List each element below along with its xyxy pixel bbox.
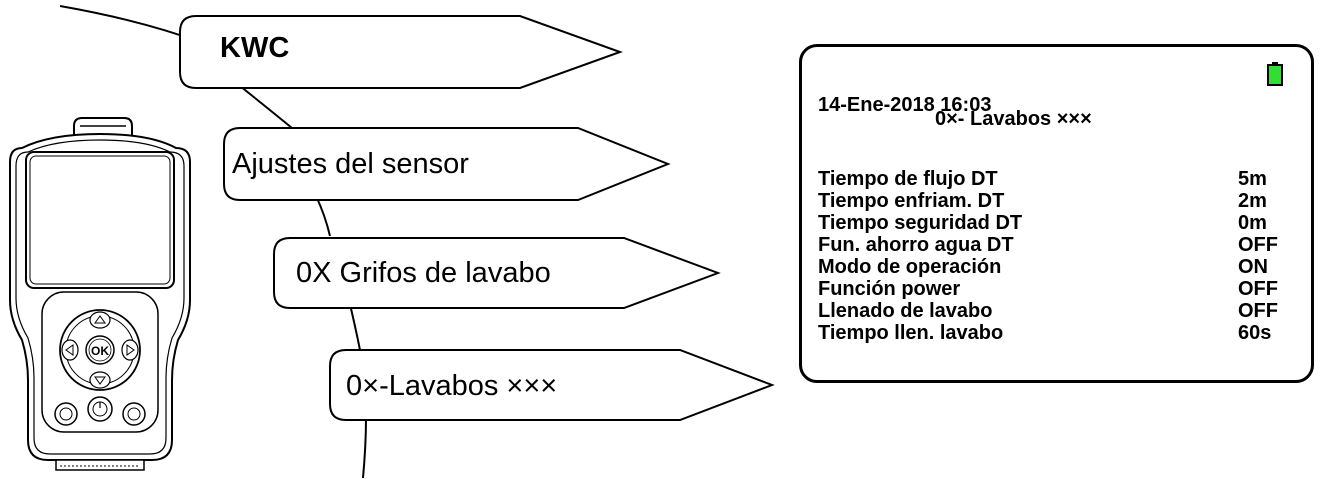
device-right-button: [121, 339, 139, 361]
menu-level2-label: Ajustes del sensor: [232, 148, 469, 180]
menu-level4-label: 0×-Lavabos ×××: [346, 370, 558, 402]
device-ok-button: [85, 335, 115, 365]
setting-label: Tiempo de flujo DT: [818, 168, 998, 190]
device-power-button: [87, 396, 113, 422]
menu-tag-level3: [273, 237, 721, 309]
device-right-soft-button: [122, 402, 146, 426]
setting-value: 60s: [1238, 322, 1272, 344]
setting-label: Tiempo seguridad DT: [818, 212, 1023, 234]
setting-label: Tiempo enfriam. DT: [818, 190, 1005, 212]
device-screen: [25, 151, 175, 289]
screen-datetime: 14-Ene-2018 16:03: [818, 94, 992, 116]
setting-value: 5m: [1238, 168, 1267, 190]
screen-detail-panel: [799, 44, 1314, 383]
handheld-device: OK: [9, 117, 191, 471]
setting-value: OFF: [1238, 300, 1278, 322]
device-down-button: [89, 371, 111, 389]
setting-label: Llenado de lavabo: [818, 300, 993, 322]
menu-level3-label: 0X Grifos de lavabo: [296, 257, 551, 289]
setting-label: Fun. ahorro agua DT: [818, 234, 1014, 256]
menu-connector-curve: [239, 85, 293, 129]
menu-level1-label: KWC: [220, 32, 290, 64]
menu-tag-level4: [329, 349, 775, 421]
setting-value: ON: [1238, 256, 1268, 278]
device-left-button: [61, 339, 79, 361]
device-ok-label: OK: [91, 344, 109, 358]
device-left-soft-button: [54, 402, 78, 426]
setting-value: 2m: [1238, 190, 1267, 212]
setting-label: Modo de operación: [818, 256, 1002, 278]
menu-tag-level1: [179, 15, 623, 89]
setting-label: Tiempo llen. lavabo: [818, 322, 1004, 344]
setting-value: 0m: [1238, 212, 1267, 234]
menu-connector-curve: [362, 417, 367, 479]
setting-value: OFF: [1238, 278, 1278, 300]
menu-tag-level2: [223, 127, 671, 201]
screen-subtitle: 0×- Lavabos ×××: [935, 108, 1092, 130]
setting-label: Función power: [818, 278, 961, 300]
device-up-button: [89, 311, 111, 329]
menu-connector-curve: [315, 195, 331, 237]
battery-icon: [1267, 62, 1283, 86]
setting-value: OFF: [1238, 234, 1278, 256]
